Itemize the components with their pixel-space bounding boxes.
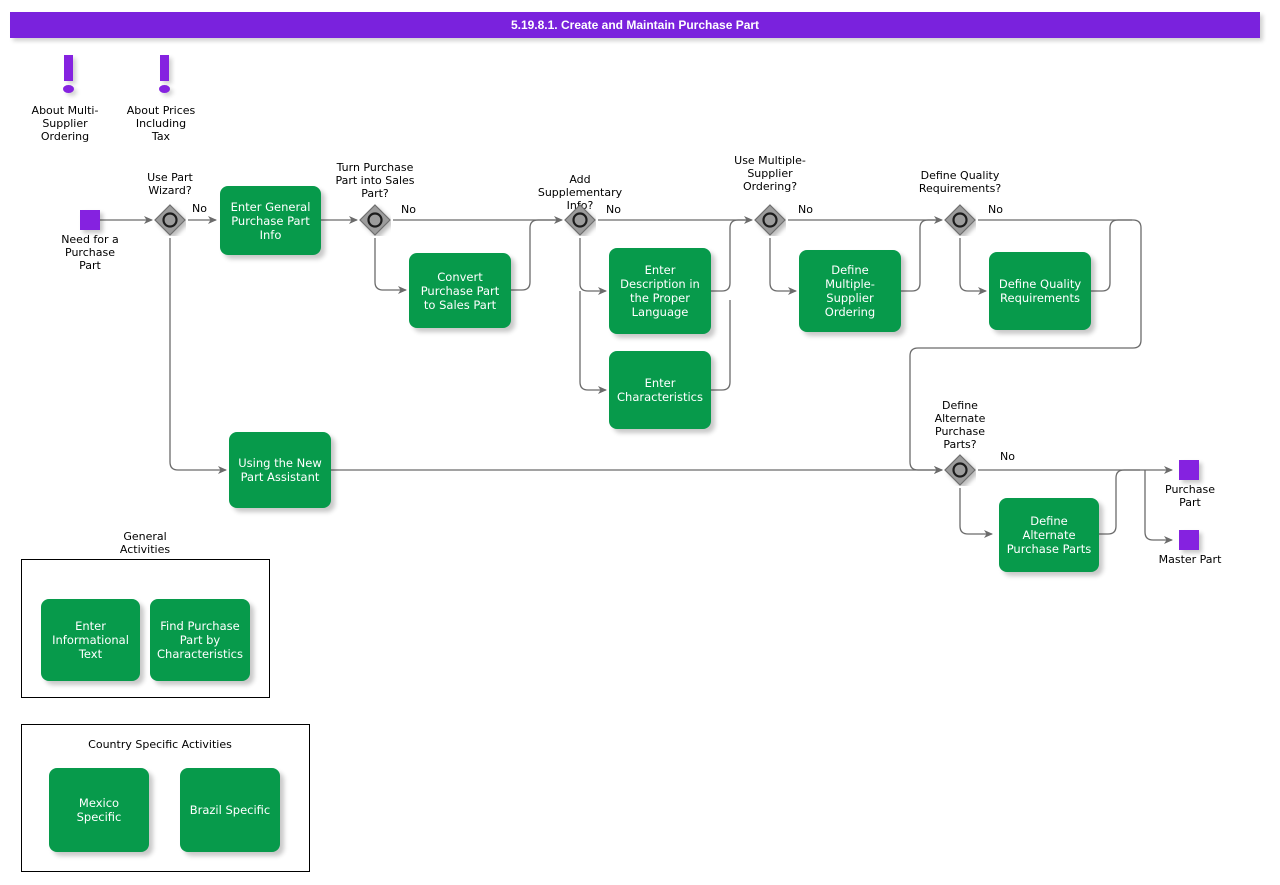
annotation-label-about-multi-supplier-ordering: About Multi- Supplier Ordering [31,104,99,143]
edge-label-define-quality-requirements-no: No [988,203,1003,216]
edge-label-turn-purchase-part-no: No [401,203,416,216]
edge-label-define-alternate-purchase-parts-no: No [1000,450,1015,463]
gateway-define-alternate-purchase-parts[interactable] [944,454,976,486]
task-enter-description-in-the-proper-language[interactable]: Enter Description in the Proper Language [609,248,711,334]
start-event-label: Need for a Purchase Part [61,233,119,272]
task-enter-general-purchase-part-info[interactable]: Enter General Purchase Part Info [220,186,321,255]
annotation-about-multi-supplier-ordering[interactable] [57,55,79,95]
gateway-use-part-wizard[interactable] [154,204,186,236]
task-using-the-new-part-assistant[interactable]: Using the New Part Assistant [229,432,331,508]
gateway-turn-purchase-part-into-sales-part[interactable] [359,204,391,236]
exclamation-dot-icon [159,85,170,93]
annotation-about-prices-including-tax[interactable] [153,55,175,95]
gateway-label-define-alternate-purchase-parts: Define Alternate Purchase Parts? [934,399,986,451]
end-event-master-part[interactable] [1179,530,1199,550]
exclamation-icon [160,55,169,81]
group-title-country-specific-activities: Country Specific Activities [88,738,232,751]
task-brazil-specific[interactable]: Brazil Specific [180,768,280,852]
edge-label-use-multiple-supplier-ordering-no: No [798,203,813,216]
group-title-general-activities: General Activities [119,530,171,556]
task-define-quality-requirements[interactable]: Define Quality Requirements [989,252,1091,330]
gateway-use-multiple-supplier-ordering[interactable] [754,204,786,236]
end-event-label-master-part: Master Part [1158,553,1222,566]
gateway-add-supplementary-info[interactable] [564,204,596,236]
task-enter-characteristics[interactable]: Enter Characteristics [609,351,711,429]
gateway-label-use-part-wizard: Use Part Wizard? [147,171,193,197]
gateway-label-define-quality-requirements: Define Quality Requirements? [918,169,1002,195]
gateway-label-use-multiple-supplier-ordering: Use Multiple- Supplier Ordering? [734,154,806,193]
annotation-label-about-prices-including-tax: About Prices Including Tax [126,104,196,143]
gateway-define-quality-requirements[interactable] [944,204,976,236]
gateway-label-turn-purchase-part-into-sales-part: Turn Purchase Part into Sales Part? [335,161,415,200]
task-mexico-specific[interactable]: Mexico Specific [49,768,149,852]
end-event-label-purchase-part: Purchase Part [1165,483,1215,509]
task-convert-purchase-part-to-sales-part[interactable]: Convert Purchase Part to Sales Part [409,253,511,328]
edge-label-add-supplementary-info-no: No [606,203,621,216]
task-define-multiple-supplier-ordering[interactable]: Define Multiple- Supplier Ordering [799,250,901,332]
task-find-purchase-part-by-characteristics[interactable]: Find Purchase Part by Characteristics [150,599,250,681]
page-title: 5.19.8.1. Create and Maintain Purchase P… [10,12,1260,38]
task-enter-informational-text[interactable]: Enter Informational Text [41,599,140,681]
edge-label-use-part-wizard-no: No [192,202,207,215]
exclamation-icon [64,55,73,81]
start-event-need-for-a-purchase-part[interactable] [80,210,100,230]
task-define-alternate-purchase-parts[interactable]: Define Alternate Purchase Parts [999,498,1099,572]
exclamation-dot-icon [63,85,74,93]
end-event-purchase-part[interactable] [1179,460,1199,480]
